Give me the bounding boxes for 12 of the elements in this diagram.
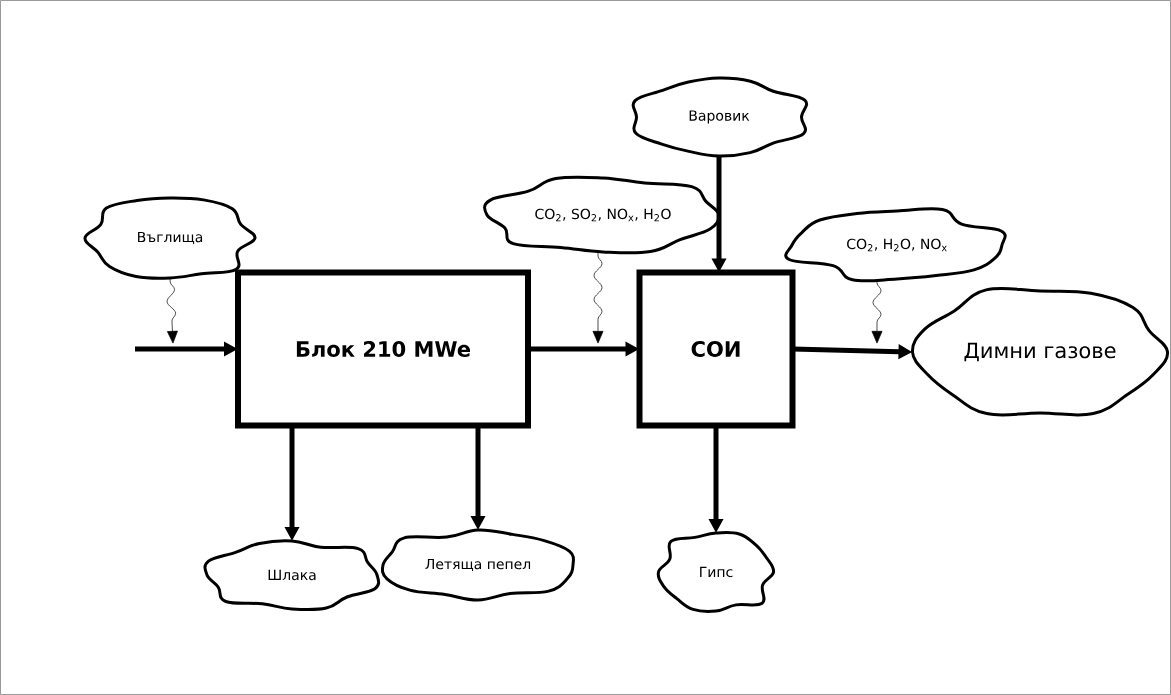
material-cloud: Варовик — [631, 76, 809, 158]
material-cloud: Шлака — [203, 539, 381, 612]
wavy-arrow — [592, 251, 604, 344]
material-cloud: Въглища — [83, 196, 257, 280]
material-cloud: Димни газове — [911, 286, 1170, 417]
material-cloud: Летяща пепел — [380, 528, 575, 602]
wavy-arrow — [166, 277, 178, 344]
material-cloud: CO$_{2}$, H$_{2}$O, NO$_{x}$ — [784, 207, 1007, 283]
process-box: СОИ — [636, 269, 796, 429]
material-cloud: CO$_{2}$, SO$_{2}$, NO$_{x}$, H$_{2}$O — [483, 175, 721, 255]
process-box: Блок 210 MWe — [235, 269, 531, 429]
material-cloud: Гипс — [656, 530, 776, 613]
